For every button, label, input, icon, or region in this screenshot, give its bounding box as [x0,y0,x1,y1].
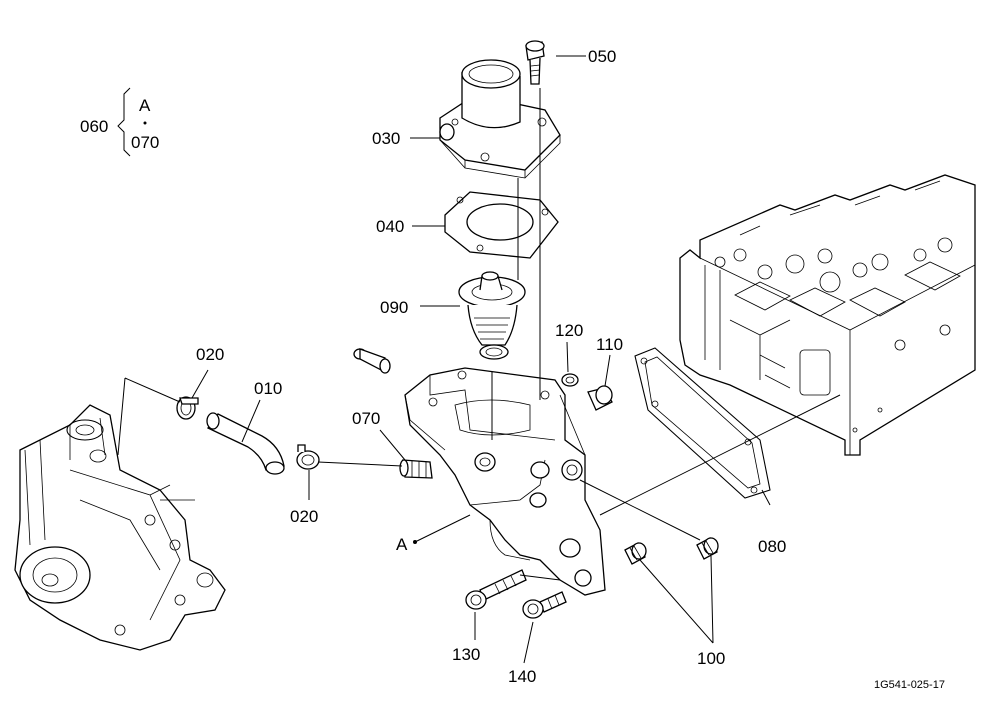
hose-clamp-lower [296,444,320,470]
callout-020-lower[interactable]: 020 [290,507,318,526]
plug-100-left [624,542,647,565]
legend-dot [143,121,147,125]
callout-020-upper[interactable]: 020 [196,345,224,364]
legend-callout-070[interactable]: 070 [131,133,159,152]
gasket-080 [634,347,771,499]
callout-050[interactable]: 050 [588,47,616,66]
callout-070[interactable]: 070 [352,409,380,428]
fitting-070 [399,459,433,479]
callout-120[interactable]: 120 [555,321,583,340]
washer-120 [561,373,579,387]
bolt-050 [525,40,545,85]
plug-110 [587,385,613,411]
assembly-lines [117,55,841,664]
callout-010[interactable]: 010 [254,379,282,398]
cylinder-head [679,174,976,456]
water-pump [14,404,226,651]
thermostat-090 [458,271,526,360]
callout-030[interactable]: 030 [372,129,400,148]
thermostat-cover-030 [439,59,561,179]
callout-090[interactable]: 090 [380,298,408,317]
callout-060[interactable]: 060 [80,117,108,136]
legend-ref-a[interactable]: A [139,96,151,115]
bypass-hose-010 [206,412,285,475]
callout-040[interactable]: 040 [376,217,404,236]
callout-140[interactable]: 140 [508,667,536,686]
legend-group: 060 A 070 [80,87,159,157]
thermostat-housing-body [404,367,606,596]
hose-clamp-upper [176,396,199,420]
nipple-fitting-upper [353,348,391,374]
callout-080[interactable]: 080 [758,537,786,556]
callout-ref-a[interactable]: A [396,535,408,554]
callout-130[interactable]: 130 [452,645,480,664]
bolt-140 [522,591,567,619]
callout-labels: 050 030 040 090 020 010 020 070 120 110 … [196,47,945,691]
callout-100[interactable]: 100 [697,649,725,668]
bolt-130 [465,569,527,610]
figure-code: 1G541-025-17 [874,679,945,691]
gasket-040 [444,191,559,259]
callout-110[interactable]: 110 [596,335,623,354]
plug-100-right [696,537,719,560]
